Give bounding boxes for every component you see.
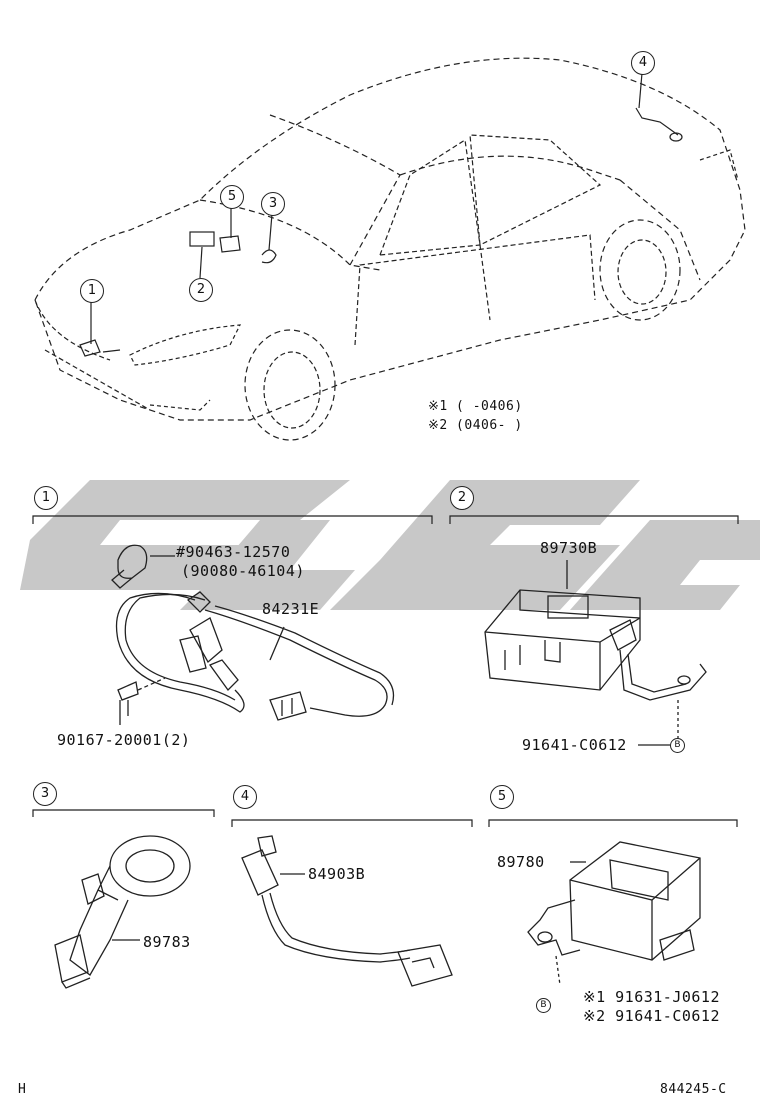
section2-artwork [484, 560, 707, 746]
bolt-marker-b: B [670, 738, 685, 753]
callout-1: 1 [80, 279, 104, 303]
part-number-bolt-5a: ※1 91631-J0612 [583, 988, 720, 1006]
part-number-module-5: 89780 [497, 853, 545, 871]
footer-code: 844245-C [660, 1082, 727, 1097]
section-callout-4: 4 [233, 785, 257, 809]
car-overview [34, 57, 746, 441]
section-callout-1: 1 [34, 486, 58, 510]
callout-5: 5 [220, 185, 244, 209]
part-number-module: 89730B [540, 539, 598, 557]
section-callout-2: 2 [450, 486, 474, 510]
part-number-bolt-alt: (90080-46104) [181, 562, 305, 580]
part-number-bolt: #90463-12570 [176, 543, 291, 561]
callout-2: 2 [189, 278, 213, 302]
part-number-bolt-5b: ※2 91641-C0612 [583, 1007, 720, 1025]
section-brackets [32, 515, 739, 827]
footer-left: H [18, 1082, 27, 1097]
section-callout-5: 5 [490, 785, 514, 809]
section1-artwork [111, 544, 395, 725]
part-number-coil: 89783 [143, 933, 191, 951]
section-callout-3: 3 [33, 782, 57, 806]
note-1: ※1 ( -0406) [428, 399, 523, 414]
callout-4: 4 [631, 51, 655, 75]
note-2: ※2 (0406- ) [428, 418, 523, 433]
callout-3: 3 [261, 192, 285, 216]
bolt-marker-b-5: B [536, 998, 551, 1013]
watermark-logo [20, 480, 760, 610]
part-number-screw: 90167-20001(2) [57, 731, 191, 749]
section3-artwork [54, 835, 191, 989]
section5-artwork [527, 841, 701, 986]
part-number-harness: 84231E [262, 600, 320, 618]
section4-artwork [241, 835, 453, 987]
part-number-bolt-2: 91641-C0612 [522, 736, 627, 754]
part-number-harness-4: 84903B [308, 865, 366, 883]
